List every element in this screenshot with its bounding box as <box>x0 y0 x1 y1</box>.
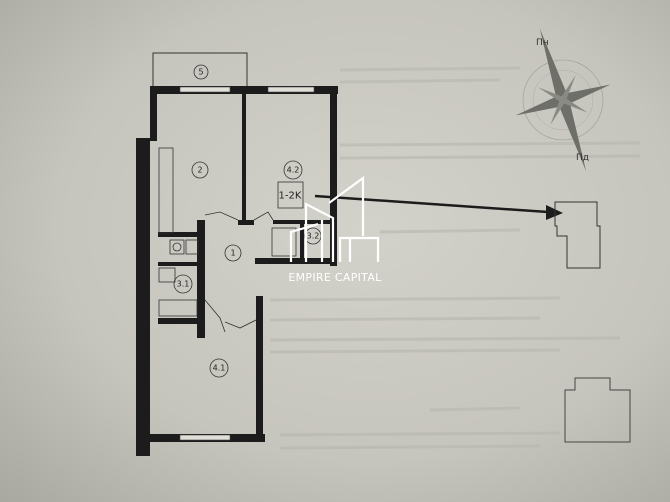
watermark-text: EMPIRE CAPITAL <box>288 271 382 284</box>
faint-text-lines <box>269 66 641 450</box>
svg-text:3.1: 3.1 <box>177 280 190 289</box>
svg-text:5: 5 <box>198 68 203 77</box>
apartment-type-box: 1-2K <box>277 181 304 209</box>
empire-capital-logo <box>289 175 380 262</box>
svg-text:4.1: 4.1 <box>213 364 226 373</box>
room-2: 2 <box>191 161 209 179</box>
compass-north-label: Пн <box>536 38 549 48</box>
svg-text:2: 2 <box>197 166 202 175</box>
svg-text:1: 1 <box>230 249 235 258</box>
fixtures <box>158 147 297 333</box>
svg-text:3.2: 3.2 <box>307 232 320 241</box>
compass-rose-icon <box>515 28 611 172</box>
compass-south-label: Пд <box>576 153 589 163</box>
building-plan-icon <box>554 201 601 269</box>
svg-text:1-2K: 1-2K <box>279 191 302 202</box>
building-plan-icon-2 <box>564 377 631 443</box>
room-4-1: 4.1 <box>209 358 229 378</box>
room-5: 5 <box>193 64 209 80</box>
room-4-2: 4.2 <box>283 160 303 180</box>
svg-text:4.2: 4.2 <box>287 166 300 175</box>
room-3-1: 3.1 <box>173 274 193 294</box>
room-1: 1 <box>224 244 242 262</box>
windows <box>179 86 315 441</box>
location-arrow <box>314 194 563 220</box>
room-3-2: 3.2 <box>304 227 322 245</box>
